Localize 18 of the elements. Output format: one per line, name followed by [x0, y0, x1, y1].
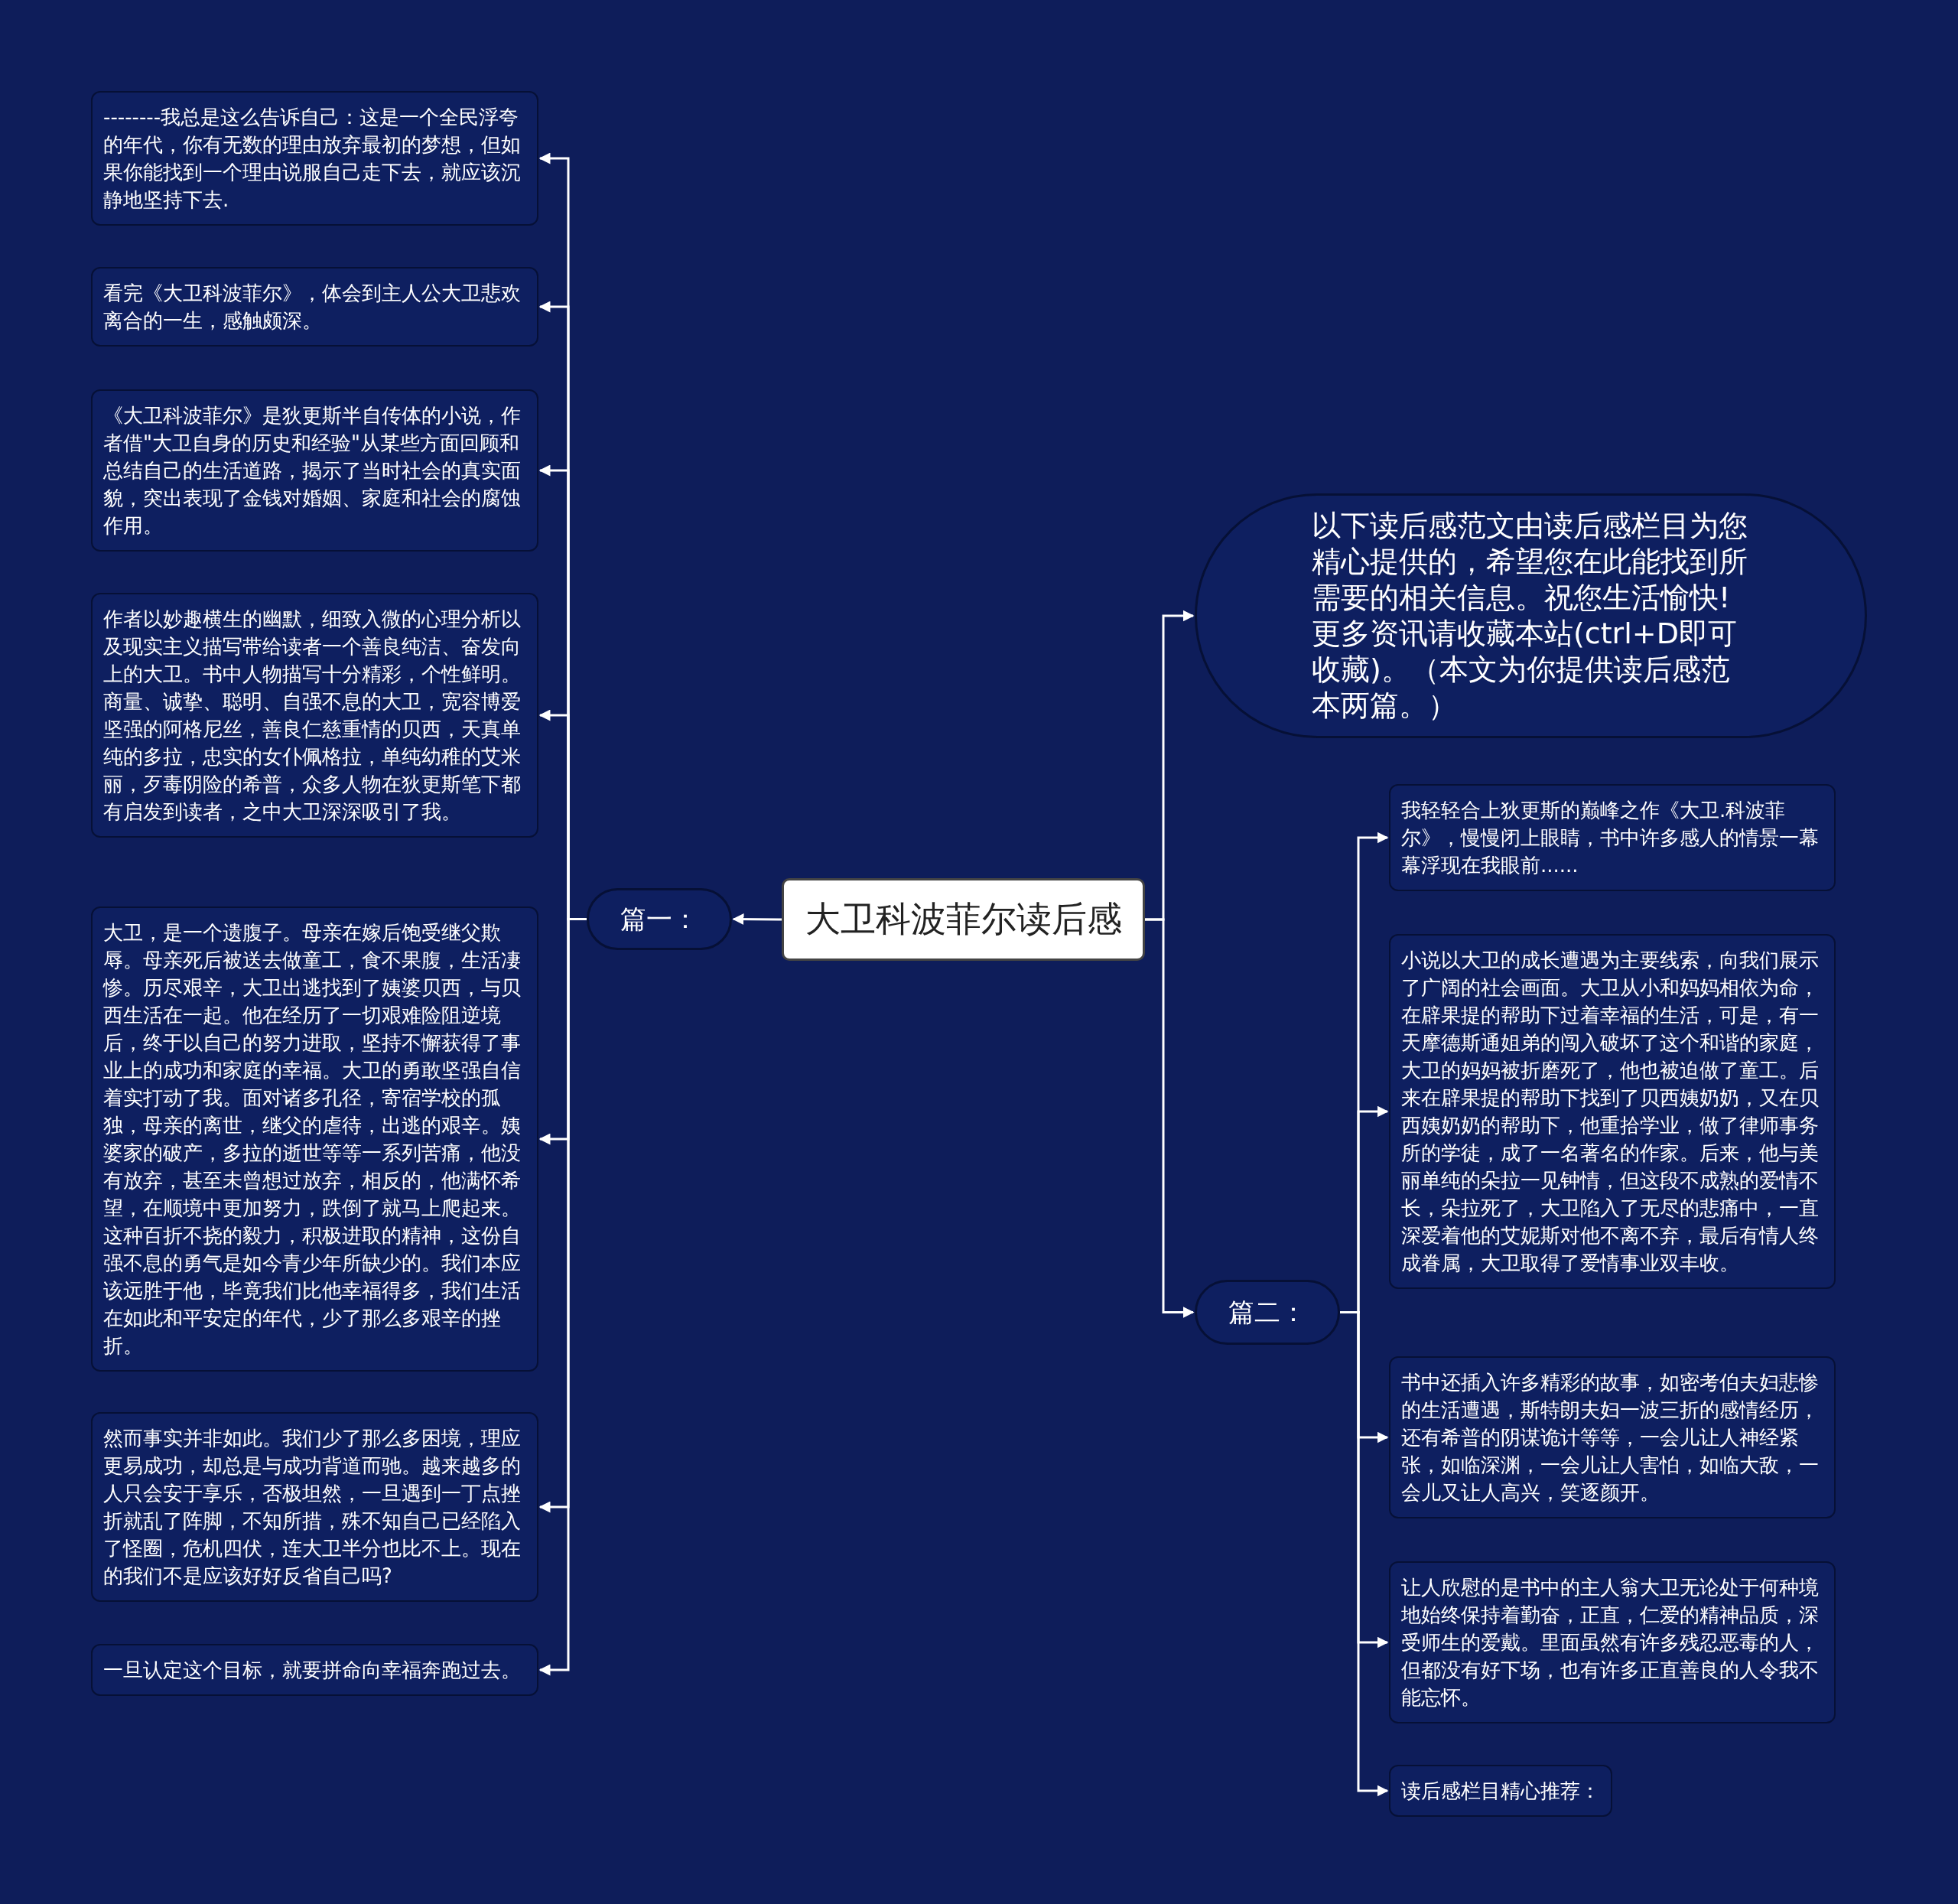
text-card: 作者以妙趣横生的幽默，细致入微的心理分析以及现实主义描写带给读者一个善良纯洁、奋发向上的大卫。书中人物描写十分精彩，个性鲜明。商量、诚挚、聪明、自强不息的大卫，宽容博爱坚强的阿格尼丝，善良仁慈重情的贝西，天真单纯的多拉，忠实的女仆佩格拉，单纯幼稚的艾米丽，歹毒阴险的希普，众多人物在狄更斯笔下都有启发到读者，之中大卫深深吸引了我。	[91, 593, 538, 838]
branch-pill: 篇二：	[1195, 1280, 1340, 1345]
text-card: 大卫，是一个遗腹子。母亲在嫁后饱受继父欺辱。母亲死后被送去做童工，食不果腹，生活凄惨。历尽艰辛，大卫出逃找到了姨婆贝西，与贝西生活在一起。他在经历了一切艰难险阻逆境后，终于以自己的努力进取，坚持不懈获得了事业上的成功和家庭的幸福。大卫的勇敢坚强自信着实打动了我。面对诸多孔径，寄宿学校的孤独，母亲的离世，继父的虐待，出逃的艰辛。姨婆家的破产，多拉的逝世等等一系列苦痛，他没有放弃，甚至未曾想过放弃，相反的，他满怀希望，在顺境中更加努力，跌倒了就马上爬起来。这种百折不挠的毅力，积极进取的精神，这份自强不息的勇气是如今青少年所缺少的。我们本应该远胜于他，毕竟我们比他幸福得多，我们生活在如此和平安定的年代，少了那么多艰辛的挫折。	[91, 906, 538, 1372]
topic-box: 大卫科波菲尔读后感	[782, 878, 1145, 961]
text-card: 书中还插入许多精彩的故事，如密考伯夫妇悲惨的生活遭遇，斯特朗夫妇一波三折的感情经历，还有希普的阴谋诡计等等，一会儿让人神经紧张，如临深渊，一会儿让人害怕，如临大敌，一会儿又让人高兴，笑逐颜开。	[1389, 1356, 1836, 1518]
connector-arrow	[732, 913, 782, 926]
text-card: --------我总是这么告诉自己：这是一个全民浮夸的年代，你有无数的理由放弃最初的梦想，但如果你能找到一个理由说服自己走下去，就应该沉静地坚持下去.	[91, 91, 538, 226]
text-card: 读后感栏目精心推荐：	[1389, 1765, 1612, 1817]
text-card: 《大卫科波菲尔》是狄更斯半自传体的小说，作者借"大卫自身的历史和经验"从某些方面回顾和总结自己的生活道路，揭示了当时社会的真实面貌，突出表现了金钱对婚姻、家庭和社会的腐蚀作用。	[91, 389, 538, 552]
text-card: 然而事实并非如此。我们少了那么多困境，理应更易成功，却总是与成功背道而驰。越来越多的人只会安于享乐，否极坦然，一旦遇到一丁点挫折就乱了阵脚，不知所措，殊不知自己已经陷入了怪圈，危机四伏，连大卫半分也比不上。现在的我们不是应该好好反省自己吗?	[91, 1412, 538, 1602]
text-card: 让人欣慰的是书中的主人翁大卫无论处于何种境地始终保持着勤奋，正直，仁爱的精神品质，深受师生的爱戴。里面虽然有许多残忍恶毒的人，但都没有好下场，也有许多正直善良的人令我不能忘怀。	[1389, 1561, 1836, 1723]
branch-pill: 篇一：	[587, 888, 732, 950]
text-card: 看完《大卫科波菲尔》，体会到主人公大卫悲欢离合的一生，感触颇深。	[91, 267, 538, 347]
connector-arrow	[1145, 918, 1195, 1318]
intro-pill: 以下读后感范文由读后感栏目为您精心提供的，希望您在此能找到所需要的相关信息。祝您生活愉快!更多资讯请收藏本站(ctrl+D即可收藏)。（本文为你提供读后感范本两篇。）	[1195, 493, 1867, 738]
text-card: 我轻轻合上狄更斯的巅峰之作《大卫.科波菲尔》，慢慢闭上眼睛，书中许多感人的情景一幕幕浮现在我眼前......	[1389, 784, 1836, 891]
text-card: 一旦认定这个目标，就要拼命向幸福奔跑过去。	[91, 1644, 538, 1696]
text-card: 小说以大卫的成长遭遇为主要线索，向我们展示了广阔的社会画面。大卫从小和妈妈相依为命，在辟果提的帮助下过着幸福的生活，可是，有一天摩德斯通姐弟的闯入破坏了这个和谐的家庭，大卫的妈妈被折磨死了，他也被迫做了童工。后来在辟果提的帮助下找到了贝西姨奶奶，又在贝西姨奶奶的帮助下，他重拾学业，做了律师事务所的学徒，成了一名著名的作家。后来，他与美丽单纯的朵拉一见钟情，但这段不成熟的爱情不长，朵拉死了，大卫陷入了无尽的悲痛中，一直深爱着他的艾妮斯对他不离不弃，最后有情人终成眷属，大卫取得了爱情事业双丰收。	[1389, 934, 1836, 1289]
